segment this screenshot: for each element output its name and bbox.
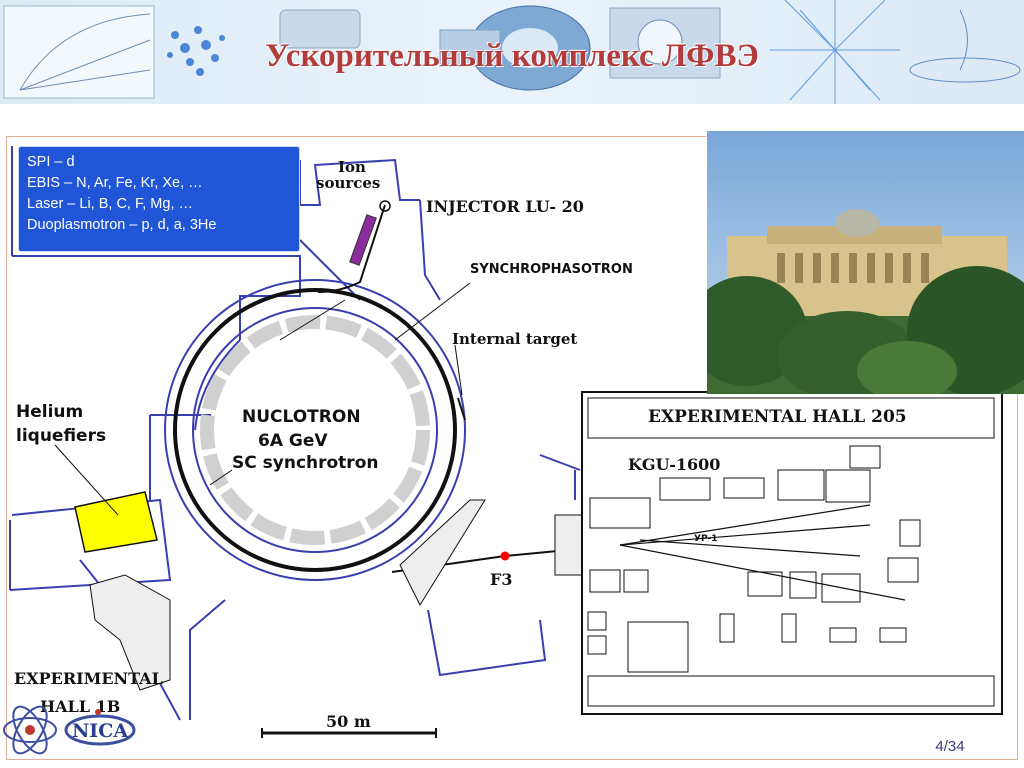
shield-ring-inner [192,307,438,553]
internal-target-marker [457,397,466,421]
label-f3: F3 [490,570,513,589]
helium-liquefier-block [74,491,158,553]
experimental-hall-205 [581,391,1003,715]
source-line: SPI – d [27,154,75,170]
label-sources: sources [316,174,380,192]
label-internal-target: Internal target [452,330,577,348]
label-sc-synchrotron: SC synchrotron [232,453,378,473]
page-number: 4/34 [935,738,965,755]
label-scale: 50 m [326,712,371,731]
source-line: Duoplasmotron – p, d, a, 3He [27,217,217,233]
accelerator-diagram: Ion sources INJECTOR LU- 20 SYNCHROPHASO… [9,146,1003,738]
label-nuclotron: NUCLOTRON [242,407,361,427]
shielding-blocks [89,499,586,691]
label-liquefiers: liquefiers [16,426,106,446]
building-photo-graphics [707,131,1024,394]
injection-line [317,204,386,293]
source-line: Laser – Li, B, C, F, Mg, … [27,196,193,212]
nuclotron-pointer [279,299,346,341]
label-synchrophasotron: SYNCHROPHASOTRON [470,262,633,277]
target-f3-marker [500,551,510,561]
nuclotron-ring [173,288,457,572]
label-hall-205: EXPERIMENTAL HALL 205 [648,407,907,427]
logo-text: NICA [72,720,128,742]
synchrophasotron-pointer [394,282,471,341]
label-yp: УР-1 [694,534,718,544]
building-photo [707,131,1024,394]
target-pointer [454,344,463,396]
label-energy: 6A GeV [258,431,328,451]
nica-logo: NICA [3,705,136,755]
page-title: Ускорительный комплекс ЛФВЭ [265,38,759,74]
shield-ring-outer [164,279,466,581]
content-frame [6,136,1018,760]
banner-graphics [0,0,1024,104]
label-ion: Ion [338,158,366,176]
label-kgu: KGU-1600 [628,455,720,474]
label-hall-1b-line1: EXPERIMENTAL [14,669,163,688]
header-banner [0,0,1024,104]
source-line: EBIS – N, Ar, Fe, Kr, Xe, … [27,175,203,191]
label-injector: INJECTOR LU- 20 [426,197,584,216]
synchrophasotron-magnets [200,315,430,545]
ion-sources-box: SPI – d EBIS – N, Ar, Fe, Kr, Xe, … Lase… [18,146,300,252]
helium-pointer [54,444,119,516]
ion-source-marker [379,200,391,212]
sc-pointer [209,469,233,486]
label-helium: Helium [16,402,83,422]
injector-linac [349,214,377,266]
